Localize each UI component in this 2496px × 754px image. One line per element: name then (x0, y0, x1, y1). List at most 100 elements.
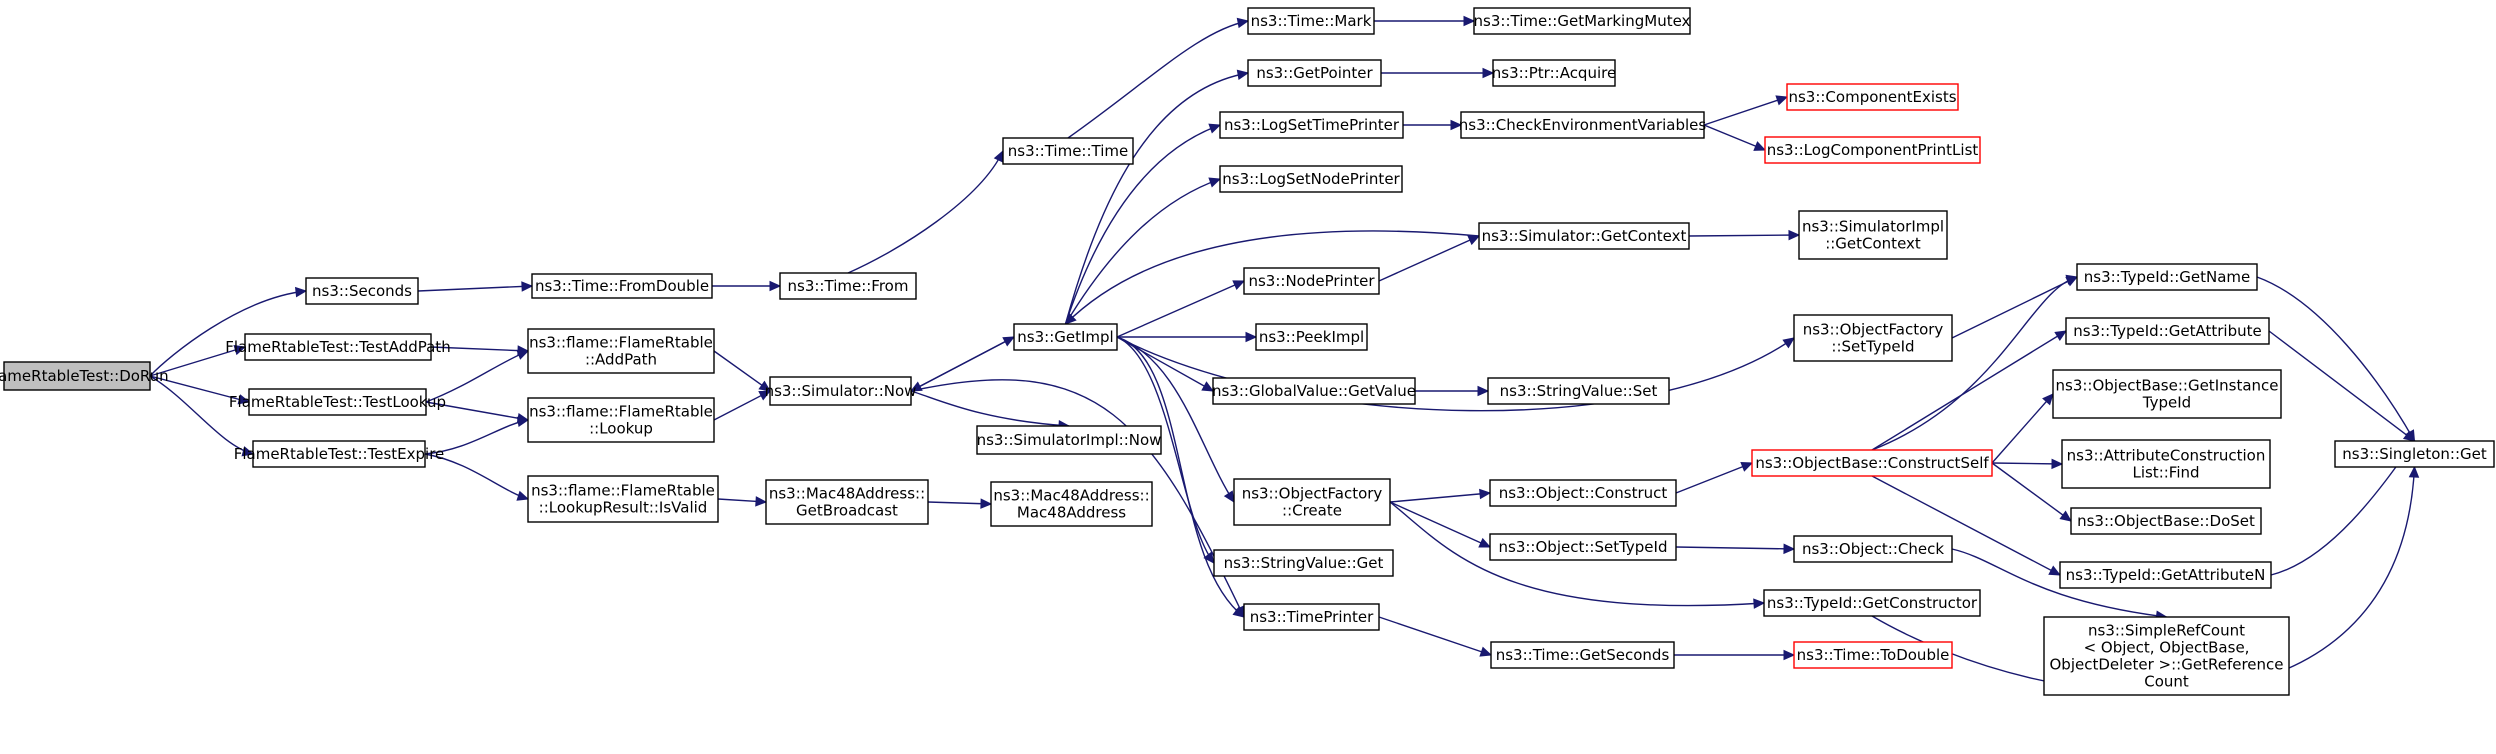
node-mac48[interactable]: ns3::Mac48Address::Mac48Address (990, 481, 1153, 527)
node-addpath[interactable]: ns3::flame::FlameRtable::AddPath (527, 328, 715, 374)
node-label: ns3::ObjectFactory (1242, 485, 1383, 503)
node-constructself[interactable]: ns3::ObjectBase::ConstructSelf (1751, 449, 1993, 477)
node-timetime[interactable]: ns3::Time::Time (1002, 137, 1134, 165)
node-label: ns3::Time::FromDouble (535, 277, 709, 295)
node-objcheck[interactable]: ns3::Object::Check (1793, 535, 1953, 563)
node-objsettypeid[interactable]: ns3::Object::SetTypeId (1489, 533, 1677, 561)
node-gvget[interactable]: ns3::GlobalValue::GetValue (1212, 377, 1416, 405)
edge-checkenv-to-compexists (1703, 95, 1789, 126)
node-lookup[interactable]: ns3::flame::FlameRtable::Lookup (527, 397, 715, 443)
edge-from-to-timetime (847, 149, 1004, 274)
node-ptracquire[interactable]: ns3::Ptr::Acquire (1492, 59, 1616, 87)
node-ofcreate[interactable]: ns3::ObjectFactory::Create (1233, 478, 1391, 526)
node-box (1763, 589, 1981, 617)
node-testlookup[interactable]: FlameRtableTest::TestLookup (229, 388, 446, 416)
node-timeprinter[interactable]: ns3::TimePrinter (1243, 603, 1380, 631)
edge-constructself-to-getattribute (1871, 330, 2068, 451)
node-box (1489, 533, 1677, 561)
edge-objsettypeid-to-objcheck (1675, 543, 1796, 555)
node-simimplgetctx[interactable]: ns3::SimulatorImpl::GetContext (1798, 210, 1948, 260)
node-box (1489, 479, 1677, 507)
node-label: Mac48Address (1017, 504, 1126, 522)
node-box (1002, 137, 1134, 165)
node-box (527, 397, 715, 443)
node-simgetcontext[interactable]: ns3::Simulator::GetContext (1478, 222, 1690, 250)
node-getattribute[interactable]: ns3::TypeId::GetAttribute (2065, 317, 2270, 345)
node-box (2052, 369, 2282, 419)
edge-simgetcontext-to-getimpl (1064, 230, 1480, 325)
node-logcompprint[interactable]: ns3::LogComponentPrintList (1764, 136, 1981, 164)
node-label: ns3::Simulator::GetContext (1482, 227, 1687, 245)
node-box (1213, 549, 1394, 577)
node-getseconds[interactable]: ns3::Time::GetSeconds (1490, 641, 1675, 669)
edge-dorun-to-seconds (149, 286, 308, 377)
node-getmarkingmutex[interactable]: ns3::Time::GetMarkingMutex (1473, 7, 1691, 35)
node-logsetnode[interactable]: ns3::LogSetNodePrinter (1219, 165, 1403, 193)
node-label: ns3::Time::Mark (1251, 12, 1372, 30)
node-svget[interactable]: ns3::StringValue::Get (1213, 549, 1394, 577)
node-objconstruct[interactable]: ns3::Object::Construct (1489, 479, 1677, 507)
edge-timeprinter-to-getseconds (1378, 616, 1493, 657)
node-getpointer[interactable]: ns3::GetPointer (1247, 59, 1382, 87)
node-nodeprinter[interactable]: ns3::NodePrinter (1243, 267, 1380, 295)
node-getname[interactable]: ns3::TypeId::GetName (2076, 263, 2258, 291)
node-checkenv[interactable]: ns3::CheckEnvironmentVariables (1459, 111, 1707, 139)
node-label: ns3::Mac48Address:: (993, 487, 1149, 505)
node-from[interactable]: ns3::Time::From (779, 272, 917, 300)
node-box (1013, 323, 1118, 351)
node-testexpire[interactable]: FlameRtableTest::TestExpire (234, 440, 445, 468)
node-doset[interactable]: ns3::ObjectBase::DoSet (2070, 507, 2262, 535)
node-simimplnow[interactable]: ns3::SimulatorImpl::Now (976, 425, 1162, 455)
node-label: ns3::Time::ToDouble (1797, 646, 1950, 664)
node-getbroadcast[interactable]: ns3::Mac48Address::GetBroadcast (765, 479, 929, 525)
node-testaddpath[interactable]: FlameRtableTest::TestAddPath (225, 333, 451, 361)
node-box (779, 272, 917, 300)
node-getattributen[interactable]: ns3::TypeId::GetAttributeN (2059, 561, 2272, 589)
node-label: ns3::ObjectBase::ConstructSelf (1755, 454, 1989, 472)
node-getrefcount[interactable]: ns3::SimpleRefCount< Object, ObjectBase,… (2043, 616, 2290, 696)
node-todouble[interactable]: ns3::Time::ToDouble (1793, 641, 1953, 669)
edge-testlookup-to-addpath (425, 349, 530, 403)
node-label: ns3::Time::GetMarkingMutex (1474, 12, 1691, 30)
edge-getimpl-to-nodeprinter (1116, 280, 1246, 338)
node-seconds[interactable]: ns3::Seconds (305, 277, 419, 305)
node-box (2065, 317, 2270, 345)
node-box (1492, 59, 1616, 87)
node-label: ns3::TypeId::GetConstructor (1767, 594, 1978, 612)
node-box (1233, 478, 1391, 526)
node-label: ns3::Object::SetTypeId (1499, 538, 1668, 556)
node-box (244, 333, 432, 361)
node-label: ObjectDeleter >::GetReference (2049, 656, 2283, 674)
node-box (1786, 83, 1959, 111)
node-svset[interactable]: ns3::StringValue::Set (1487, 377, 1670, 405)
node-getimpl[interactable]: ns3::GetImpl (1013, 323, 1118, 351)
node-singletonget[interactable]: ns3::Singleton::Get (2334, 440, 2495, 468)
node-logsettime[interactable]: ns3::LogSetTimePrinter (1219, 111, 1404, 139)
node-ofsettypeid[interactable]: ns3::ObjectFactory::SetTypeId (1793, 314, 1953, 362)
node-box (1473, 7, 1691, 35)
node-dorun[interactable]: FlameRtableTest::DoRun (0, 361, 169, 391)
node-getconstructor[interactable]: ns3::TypeId::GetConstructor (1763, 589, 1981, 617)
node-box (990, 481, 1153, 527)
edge-constructself-to-doset (1991, 462, 2072, 522)
node-peekimpl[interactable]: ns3::PeekImpl (1255, 323, 1368, 351)
node-label: ::SetTypeId (1831, 338, 1914, 356)
node-compexists[interactable]: ns3::ComponentExists (1786, 83, 1959, 111)
node-isvalid[interactable]: ns3::flame::FlameRtable::LookupResult::I… (527, 475, 719, 523)
edge-getimpl-to-logsettime (1064, 123, 1222, 325)
node-mark[interactable]: ns3::Time::Mark (1247, 7, 1375, 35)
edge-getimpl-to-ofcreate (1116, 336, 1235, 504)
node-fromdouble[interactable]: ns3::Time::FromDouble (531, 273, 713, 299)
node-label: GetBroadcast (796, 502, 898, 520)
node-box (527, 328, 715, 374)
node-simnow[interactable]: ns3::Simulator::Now (765, 376, 917, 406)
node-label: ns3::SimulatorImpl::Now (977, 431, 1162, 449)
node-box (769, 376, 912, 406)
node-label: ns3::LogComponentPrintList (1767, 141, 1979, 159)
node-box (1247, 7, 1375, 35)
node-label: ns3::LogSetTimePrinter (1224, 116, 1400, 134)
node-box (252, 440, 426, 468)
edge-lookup-to-simnow (713, 390, 772, 421)
